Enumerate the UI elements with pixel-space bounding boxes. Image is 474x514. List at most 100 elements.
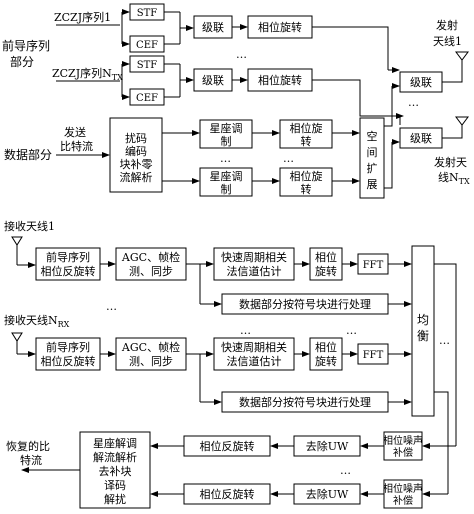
ellipsis-rx-5: … xyxy=(340,464,351,477)
svg-text:级联: 级联 xyxy=(202,21,224,34)
svg-text:星座调: 星座调 xyxy=(210,169,243,183)
phase-rotation-rx-block-n: 相位旋转 xyxy=(309,337,343,371)
agc-sync-block-n: AGC、帧检测、同步 xyxy=(115,337,187,371)
svg-text:译码: 译码 xyxy=(104,479,126,492)
preamble-part-label: 前导序列 xyxy=(2,38,50,53)
equalization-block: 均 衡 xyxy=(411,245,435,417)
rx-antenna-1-label: 接收天线1 xyxy=(4,219,55,233)
svg-text:解扰: 解扰 xyxy=(104,492,126,506)
ellipsis-tx-5: … xyxy=(408,96,419,109)
cascade-block-1: 级联 xyxy=(193,15,233,39)
demod-decode-block: 星座解调 解流解析 去补块 译码 解扰 xyxy=(79,431,151,509)
zczj-seq-1-label: ZCZJ序列1 xyxy=(54,10,111,24)
remove-uw-block-1: 去除UW xyxy=(293,435,361,457)
scramble-encode-block: 扰码 编码 块补零 流解析 xyxy=(109,117,163,193)
svg-text:级联: 级联 xyxy=(410,132,432,145)
ellipsis-tx-2: … xyxy=(236,48,247,61)
cef-block-n: CEF xyxy=(129,88,165,106)
phase-rotation-data-block-n: 相位旋转 xyxy=(279,167,333,197)
svg-text:转: 转 xyxy=(301,134,312,148)
svg-text:星座调: 星座调 xyxy=(210,121,243,135)
svg-text:相位反旋转: 相位反旋转 xyxy=(200,487,255,501)
svg-text:去除UW: 去除UW xyxy=(306,487,349,501)
svg-text:相位旋转: 相位旋转 xyxy=(258,20,302,34)
svg-text:法信道估计: 法信道估计 xyxy=(227,264,282,278)
rx-antenna-1-icon xyxy=(11,236,23,246)
svg-text:补偿: 补偿 xyxy=(393,494,413,507)
svg-text:旋转: 旋转 xyxy=(315,264,337,278)
svg-text:相位: 相位 xyxy=(315,340,337,354)
recovered-bitstream-label-2: 特流 xyxy=(20,453,42,467)
output-cascade-block-n: 级联 xyxy=(399,127,443,149)
data-part-label: 数据部分 xyxy=(4,147,52,162)
tx-antenna-n-icon xyxy=(455,116,469,126)
phase-derotation-block-1: 相位反旋转 xyxy=(183,435,271,457)
svg-text:扰码: 扰码 xyxy=(125,131,147,145)
svg-text:旋转: 旋转 xyxy=(315,354,337,368)
send-bitstream-label-2: 比特流 xyxy=(60,139,93,153)
svg-text:展: 展 xyxy=(367,178,378,191)
svg-text:去补块: 去补块 xyxy=(99,465,132,478)
ellipsis-tx-1: … xyxy=(150,48,161,61)
svg-text:相位反旋转: 相位反旋转 xyxy=(200,439,255,453)
svg-text:测、同步: 测、同步 xyxy=(129,265,173,278)
svg-text:空: 空 xyxy=(367,129,378,143)
phase-rotation-data-block-1: 相位旋转 xyxy=(279,119,333,149)
ellipsis-rx-3: … xyxy=(346,324,357,337)
svg-text:扩: 扩 xyxy=(367,161,378,175)
svg-text:数据部分按符号块进行处理: 数据部分按符号块进行处理 xyxy=(239,395,371,409)
fft-block-1: FFT xyxy=(357,253,389,275)
tx-antenna-n-label: 发射天 xyxy=(434,155,467,169)
svg-text:法信道估计: 法信道估计 xyxy=(227,354,282,368)
svg-text:快速周期相关: 快速周期相关 xyxy=(221,250,287,264)
phase-derotation-block-n: 相位反旋转 xyxy=(183,483,271,505)
remove-uw-block-n: 去除UW xyxy=(293,483,361,505)
svg-text:FFT: FFT xyxy=(363,260,384,271)
data-block-processing-n: 数据部分按符号块进行处理 xyxy=(221,391,389,413)
svg-text:相位旋: 相位旋 xyxy=(290,169,323,183)
svg-text:快速周期相关: 快速周期相关 xyxy=(221,340,287,354)
svg-text:衡: 衡 xyxy=(417,329,429,343)
rx-antenna-n-label: 接收天线NRX xyxy=(4,313,70,329)
data-block-processing-1: 数据部分按符号块进行处理 xyxy=(221,293,389,315)
svg-text:前导序列: 前导序列 xyxy=(46,340,90,354)
svg-text:星座解调: 星座解调 xyxy=(93,436,137,450)
zczj-seq-n-label: ZCZJ序列NTX xyxy=(52,66,123,82)
tx-antenna-1-icon xyxy=(455,51,469,61)
svg-text:去除UW: 去除UW xyxy=(306,439,349,453)
svg-text:制: 制 xyxy=(221,135,232,148)
preamble-part-label-2: 部分 xyxy=(10,54,34,69)
svg-text:补偿: 补偿 xyxy=(393,446,413,459)
svg-text:AGC、帧检: AGC、帧检 xyxy=(121,340,180,354)
tx-antenna-1-label: 发射 xyxy=(436,18,458,32)
ellipsis-tx-4: … xyxy=(283,152,294,165)
svg-text:CEF: CEF xyxy=(136,93,158,104)
svg-text:前导序列: 前导序列 xyxy=(46,250,90,264)
svg-text:相位旋转: 相位旋转 xyxy=(258,73,302,87)
output-cascade-block-1: 级联 xyxy=(399,71,443,93)
svg-text:相位旋: 相位旋 xyxy=(290,121,323,135)
svg-text:均: 均 xyxy=(417,313,429,327)
ellipsis-rx-1: … xyxy=(106,300,117,313)
svg-text:STF: STF xyxy=(137,60,158,71)
recovered-bitstream-label: 恢复的比 xyxy=(6,439,50,453)
stf-block-n: STF xyxy=(129,55,165,73)
svg-text:STF: STF xyxy=(137,8,158,19)
svg-text:级联: 级联 xyxy=(202,74,224,87)
phase-rotation-rx-block-1: 相位旋转 xyxy=(309,247,343,281)
svg-text:测、同步: 测、同步 xyxy=(129,355,173,368)
svg-text:相位反旋转: 相位反旋转 xyxy=(41,264,96,278)
spatial-expansion-block: 空 间 扩 展 xyxy=(359,117,385,199)
ellipsis-rx-2: … xyxy=(240,324,251,337)
svg-text:相位: 相位 xyxy=(315,250,337,264)
svg-text:流解析: 流解析 xyxy=(120,170,153,184)
svg-text:转: 转 xyxy=(301,182,312,196)
